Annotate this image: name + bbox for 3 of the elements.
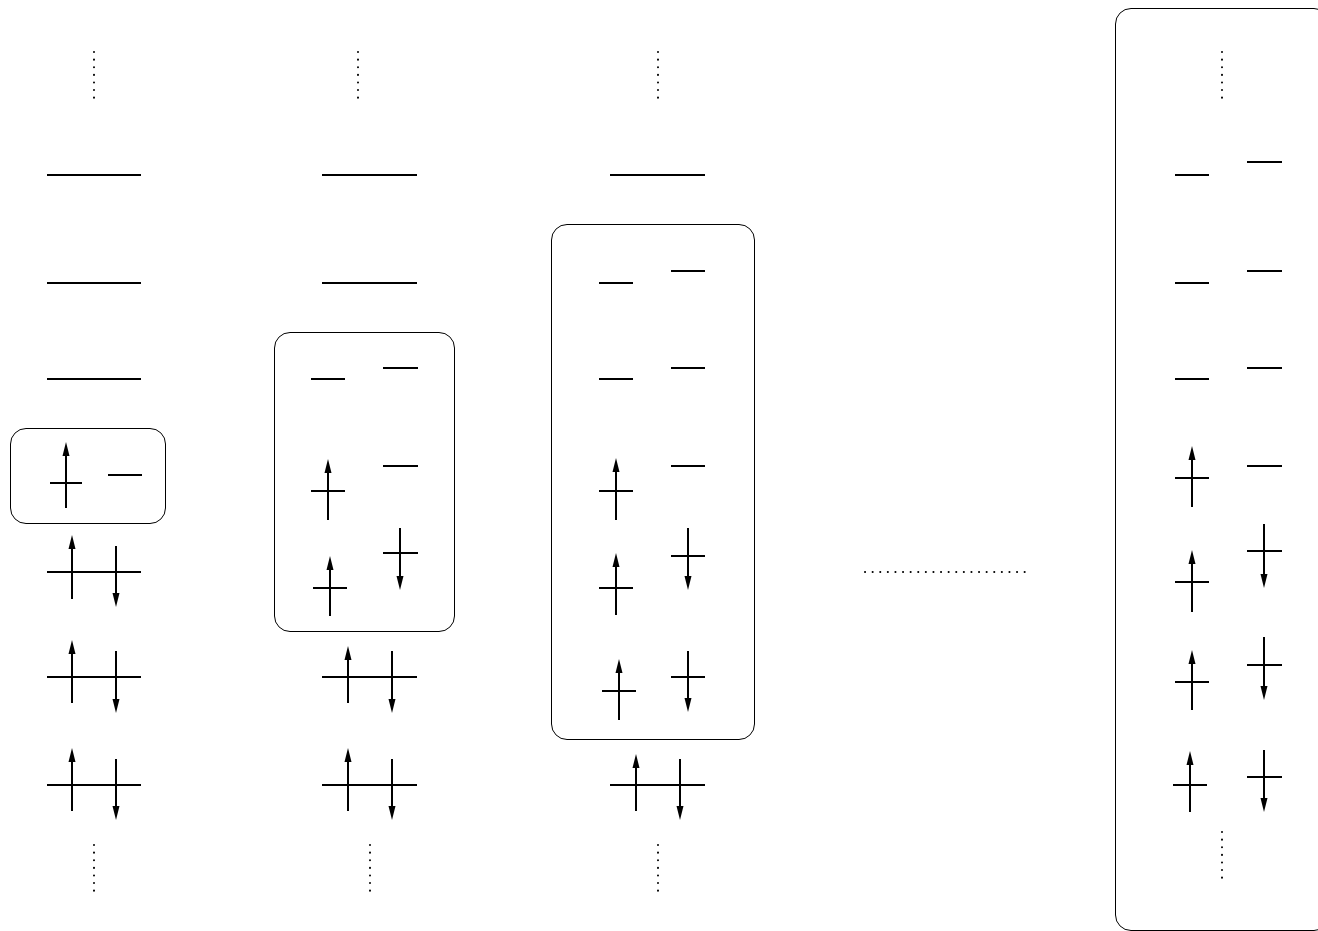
group-box [274,332,455,632]
group-box [551,224,755,740]
group-box [10,428,166,524]
